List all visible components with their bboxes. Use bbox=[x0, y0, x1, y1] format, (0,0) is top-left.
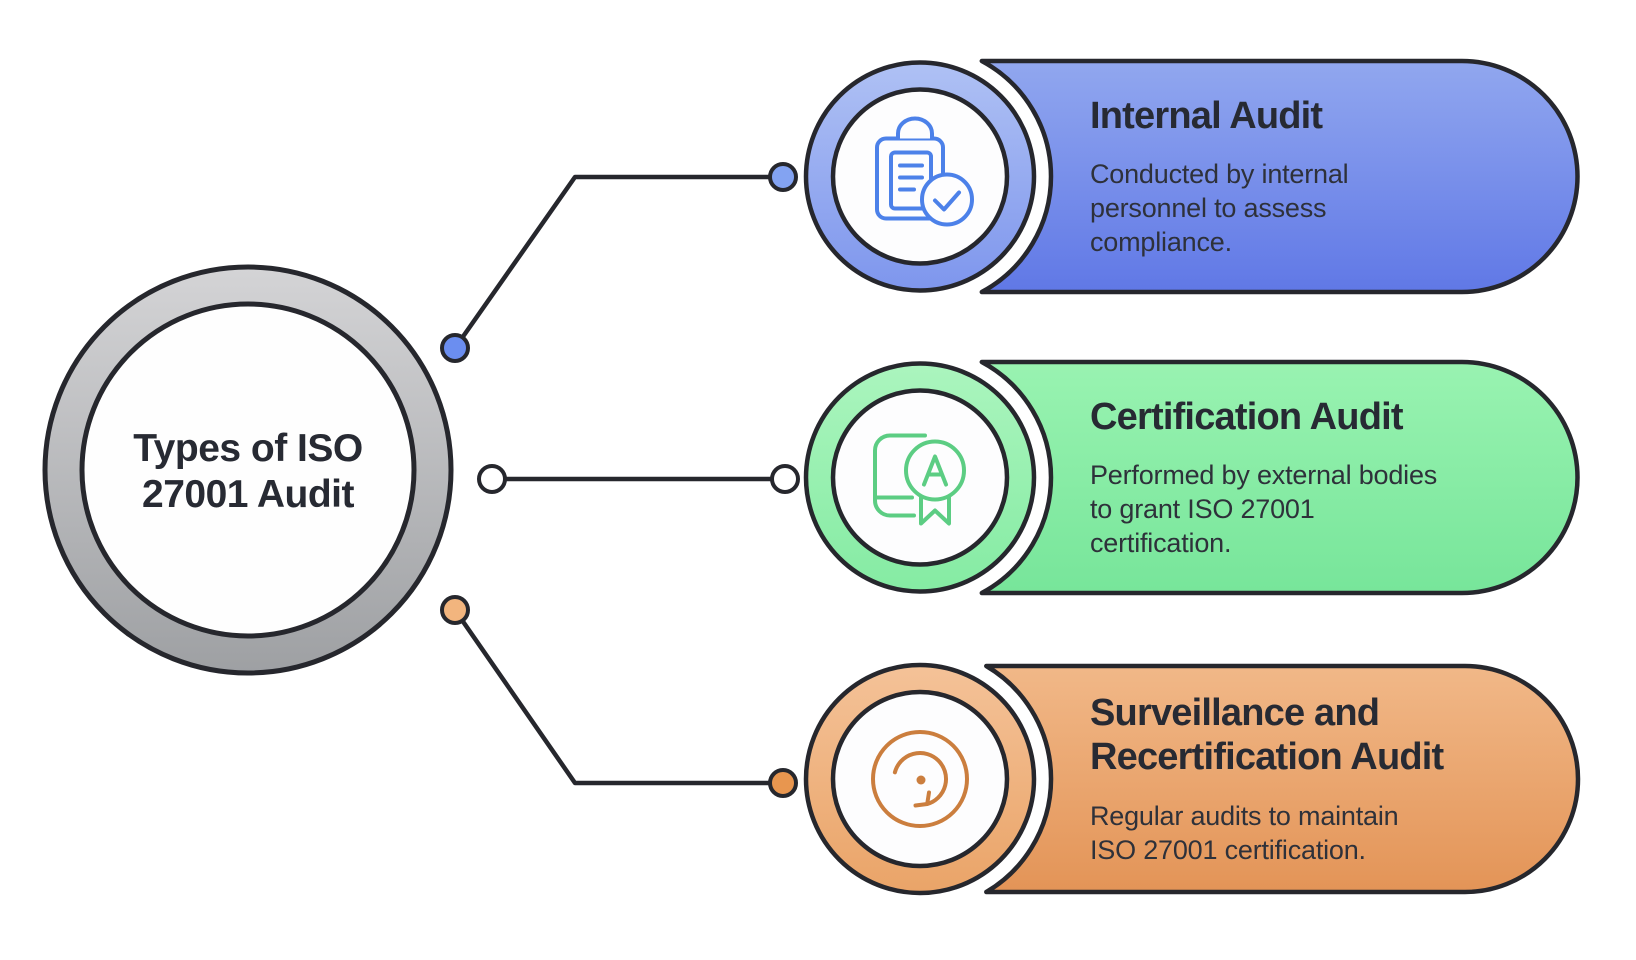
surveillance-audit-title: Surveillance and Recertification Audit bbox=[1090, 692, 1444, 779]
surveillance-audit-text: Surveillance and Recertification Audit R… bbox=[1090, 666, 1550, 892]
center-inner-circle bbox=[79, 301, 417, 639]
center-circle bbox=[42, 264, 454, 676]
internal-audit-text: Internal Audit Conducted by internal per… bbox=[1090, 61, 1550, 292]
clipboard-check-icon bbox=[875, 116, 974, 227]
certificate-a-icon bbox=[873, 433, 966, 526]
connector-internal-line bbox=[453, 174, 779, 350]
connector-lines bbox=[453, 174, 781, 786]
connector-dot-internal-end bbox=[768, 162, 798, 192]
certification-audit-pill bbox=[979, 359, 1580, 596]
surveillance-audit-card bbox=[803, 662, 1581, 896]
connector-dot-internal-start bbox=[440, 333, 470, 363]
connector-surveillance-line bbox=[453, 608, 779, 786]
internal-audit-title: Internal Audit bbox=[1090, 94, 1323, 137]
connector-dots bbox=[440, 162, 800, 798]
certification-audit-description: Performed by external bodies to grant IS… bbox=[1090, 460, 1438, 559]
certification-audit-card bbox=[803, 359, 1580, 596]
connector-dot-certification-start bbox=[477, 464, 507, 494]
surveillance-audit-pill bbox=[984, 663, 1581, 895]
surveillance-audit-description: Regular audits to maintain ISO 27001 cer… bbox=[1090, 800, 1399, 865]
internal-audit-card bbox=[803, 58, 1580, 295]
internal-audit-pill bbox=[979, 58, 1580, 295]
connector-dot-certification-end bbox=[770, 464, 800, 494]
certification-audit-text: Certification Audit Performed by externa… bbox=[1090, 362, 1550, 593]
refresh-icon bbox=[871, 730, 969, 828]
center-title: Types of ISO 27001 Audit bbox=[133, 426, 363, 516]
internal-audit-description: Conducted by internal personnel to asses… bbox=[1090, 159, 1349, 258]
connector-dot-surveillance-start bbox=[440, 595, 470, 625]
certification-audit-title: Certification Audit bbox=[1090, 395, 1404, 438]
connector-dot-surveillance-end bbox=[768, 768, 798, 798]
